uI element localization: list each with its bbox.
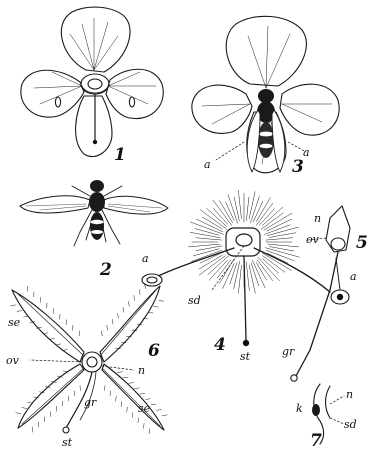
- hair-stroke: [213, 200, 232, 225]
- sepal-tooth: [101, 331, 102, 336]
- hair-stroke: [262, 253, 291, 271]
- sepal-tooth: [112, 319, 113, 324]
- fig3-label-a-left: a: [204, 158, 211, 171]
- hair-stroke: [250, 196, 259, 223]
- fig4-label-st: st: [240, 350, 251, 363]
- hair-stroke: [261, 213, 283, 230]
- figure-3-number: 3: [292, 157, 304, 177]
- fig6-label-st: st: [62, 436, 73, 449]
- sepal-tooth: [132, 413, 133, 418]
- sepal-tooth: [138, 418, 139, 423]
- sepal-tooth: [107, 325, 108, 330]
- hair-stroke: [196, 238, 222, 240]
- hair-stroke: [249, 192, 255, 219]
- sepal-tooth: [11, 305, 16, 306]
- hair-stroke: [256, 203, 273, 225]
- figure-2-hoverfly: 2: [20, 180, 168, 280]
- figure-6-number: 6: [148, 341, 160, 361]
- fig7-label-sd: sd: [344, 418, 357, 431]
- hair-stroke: [190, 232, 220, 238]
- sepal-tooth: [157, 410, 162, 411]
- sepal-tooth: [134, 388, 139, 389]
- figure-4-flower-centre: a sd st 4: [142, 190, 330, 363]
- sepal-tooth: [159, 301, 164, 302]
- hair-stroke: [268, 244, 299, 247]
- fig5-label-a: a: [350, 270, 357, 283]
- figure-7-nectary: n k sd 7: [296, 384, 357, 451]
- fig7-label-k: k: [296, 402, 303, 415]
- hair-stroke: [226, 202, 235, 220]
- hair-stroke: [262, 207, 283, 226]
- figure-2-number: 2: [99, 260, 112, 280]
- hair-stroke: [209, 260, 227, 280]
- sepal-tooth: [144, 423, 145, 428]
- sepal-tooth: [104, 386, 105, 391]
- hair-stroke: [238, 265, 241, 293]
- fig6-label-se-top-left: se: [8, 316, 21, 329]
- fig6-label-se-bottom-right: se: [138, 402, 151, 415]
- figure-1-flower: 1: [21, 7, 163, 165]
- fig4-label-sd: sd: [188, 294, 201, 307]
- sepal-tooth: [116, 396, 117, 401]
- fig6-label-gr: gr: [84, 396, 97, 409]
- sepal-tooth: [121, 402, 122, 407]
- hair-stroke: [258, 257, 280, 281]
- sepal-tooth: [129, 383, 134, 384]
- sepal-tooth: [123, 377, 128, 378]
- hair-stroke: [234, 197, 239, 221]
- sepal-tooth: [134, 296, 135, 301]
- sepal-tooth: [162, 415, 167, 416]
- sepal-tooth: [128, 301, 129, 306]
- hair-stroke: [249, 265, 255, 293]
- hair-stroke: [246, 262, 249, 291]
- figure-3-flower-with-fly: a a 3: [192, 16, 339, 177]
- sepal-tooth: [16, 413, 21, 414]
- figure-1-number: 1: [114, 145, 126, 165]
- hair-stroke: [266, 238, 293, 240]
- sepal-tooth: [139, 290, 140, 295]
- sepal-tooth: [149, 429, 150, 434]
- sepal-tooth: [140, 393, 145, 394]
- sepal-tooth: [127, 407, 128, 412]
- sepal-tooth: [118, 313, 119, 318]
- sepal-tooth: [123, 307, 124, 312]
- fig5-label-gr: gr: [282, 345, 295, 358]
- figure-7-number: 7: [310, 431, 322, 451]
- hair-stroke: [234, 261, 240, 288]
- sepal-tooth: [17, 311, 22, 312]
- hair-stroke: [230, 263, 237, 285]
- hair-stroke: [238, 190, 241, 219]
- hair-stroke: [207, 208, 228, 226]
- sepal-tooth: [118, 372, 123, 373]
- figure-5-number: 5: [356, 233, 368, 253]
- sepal-tooth: [146, 399, 151, 400]
- sepal-tooth: [148, 313, 153, 314]
- fig6-label-ov: ov: [6, 354, 20, 367]
- hair-stroke: [190, 222, 223, 234]
- fig3-label-a-right: a: [303, 146, 310, 159]
- sepal-tooth: [28, 402, 33, 403]
- fig5-label-ov: ov: [306, 233, 320, 246]
- hair-stroke: [188, 244, 220, 247]
- figure-5-stamen: n ov 5 a gr: [282, 206, 368, 381]
- hair-stroke: [195, 229, 219, 236]
- hair-stroke: [228, 195, 238, 224]
- hair-stroke: [196, 246, 223, 251]
- sepal-tooth: [110, 391, 111, 396]
- hair-stroke: [263, 256, 285, 273]
- fig5-label-n: n: [314, 212, 321, 225]
- figure-4-number: 4: [214, 335, 226, 355]
- hair-stroke: [200, 210, 227, 230]
- fig7-label-n: n: [346, 388, 353, 401]
- figure-6-calyx: se 6 ov n gr se st: [6, 284, 167, 449]
- hair-stroke: [270, 247, 295, 251]
- hair-stroke: [270, 233, 297, 238]
- sepal-tooth: [151, 404, 156, 405]
- fig6-label-n: n: [138, 364, 145, 377]
- sepal-tooth: [22, 408, 27, 409]
- fig4-label-a: a: [142, 252, 149, 265]
- hair-stroke: [246, 197, 249, 220]
